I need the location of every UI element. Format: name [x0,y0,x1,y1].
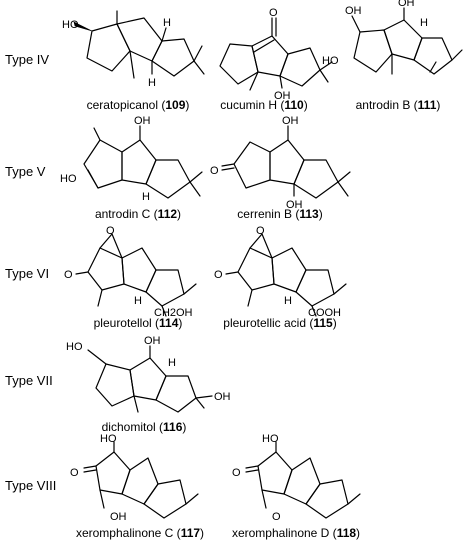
atom-o: O [106,225,115,237]
atom-o: O [269,7,278,19]
type-label-v: Type V [5,164,46,179]
atom-ho: HO [66,341,83,353]
caption-pleurotellic-acid: pleurotellic acid (115) [223,316,337,330]
atom-h: H [168,357,176,369]
atom-ho: HO [322,55,339,67]
caption-ceratopicanol: ceratopicanol (109) [86,98,190,112]
atom-ho: HO [62,19,79,31]
caption-xeromphalinone-c: xeromphalinone C (117) [75,526,205,540]
caption-pleurotellol: pleurotellol (114) [93,316,183,330]
structure-dichomitol: HO OH OH H [66,335,231,413]
type-label-viii: Type VIII [5,478,57,493]
atom-ho: HO [100,433,117,445]
atom-o: O [232,467,241,479]
caption-antrodin-c: antrodin C (112) [94,207,182,221]
atom-ch2oh: CH2OH [154,307,193,319]
atom-ho: HO [262,433,279,445]
caption-cerrenin-b: cerrenin B (113) [237,207,323,221]
atom-oh: OH [398,0,415,9]
atom-cooh: COOH [308,307,341,319]
atom-o: O [70,467,79,479]
atom-h: H [148,77,156,89]
atom-o: O [210,165,219,177]
atom-h: H [420,17,428,29]
structure-xeromphalinone-d: HO O O [232,433,361,523]
structure-cerrenin-b: O OH OH [210,115,351,211]
atom-oh: OH [282,115,299,127]
atom-ho: HO [60,173,77,185]
atom-oh: OH [110,511,127,523]
structure-pleurotellic-acid: O O H COOH [214,225,347,319]
structure-antrodin-c: HO OH H [60,115,203,203]
structure-xeromphalinone-c: HO O OH [70,433,199,523]
atom-h: H [134,295,142,307]
caption-antrodin-b: antrodin B (111) [355,98,441,112]
type-label-vii: Type VII [5,373,53,388]
caption-xeromphalinone-d: xeromphalinone D (118) [231,526,361,540]
caption-dichomitol: dichomitol (116) [101,420,187,434]
structure-pleurotellol: O O H CH2OH [64,225,197,319]
atom-oh: OH [274,90,291,102]
atom-oh: OH [345,5,362,17]
atom-ome: O [272,511,281,523]
caption-cucumin-h: cucumin H (110) [220,98,308,112]
atom-h: H [163,17,171,29]
atom-oh: OH [144,335,161,347]
atom-o: O [64,269,73,281]
atom-o: O [256,225,265,237]
atom-oh: OH [286,199,303,211]
structure-cucumin-h: O OH [219,7,333,102]
atom-oh: OH [134,115,151,127]
atom-o: O [214,269,223,281]
atom-h: H [284,295,292,307]
structure-antrodin-b: OH HO OH H [322,0,463,75]
type-label-vi: Type VI [5,266,50,281]
atom-oh: OH [214,391,231,403]
atom-h: H [142,191,150,203]
type-label-iv: Type IV [5,52,50,67]
structure-ceratopicanol: HO H H [62,10,205,89]
